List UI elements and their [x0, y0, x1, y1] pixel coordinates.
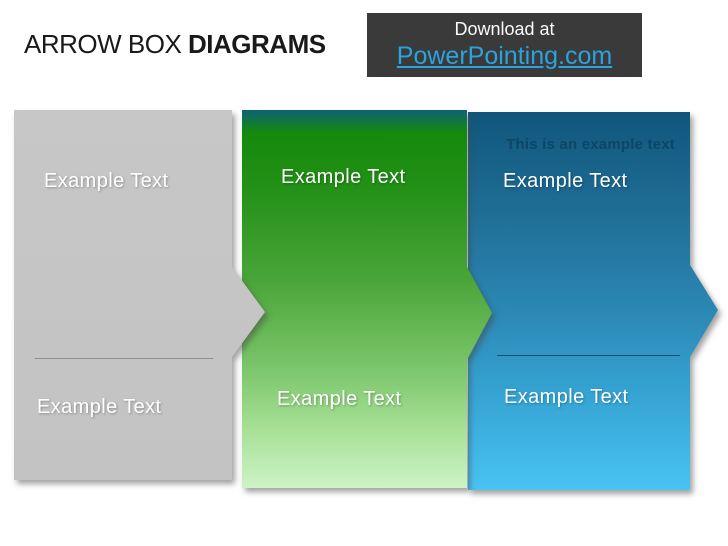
- blue-box-divider-line: [497, 355, 680, 356]
- arrow-box-green: Example Text Example Text: [242, 110, 492, 488]
- download-banner: Download at PowerPointing.com: [367, 13, 642, 77]
- arrow-box-green-shape: Example Text Example Text: [242, 110, 492, 488]
- arrow-box-blue: This is an example text Example Text Exa…: [468, 112, 718, 490]
- arrow-box-blue-shape: This is an example text Example Text Exa…: [468, 112, 718, 490]
- page-title-regular: ARROW BOX: [24, 29, 182, 59]
- download-label: Download at: [454, 18, 555, 39]
- gray-box-top-label: Example Text: [44, 170, 169, 192]
- arrow-box-gray: Example Text Example Text: [14, 110, 265, 480]
- page-title-bold: DIAGRAMS: [188, 29, 326, 59]
- blue-box-top-label: Example Text: [503, 170, 628, 192]
- arrow-box-gray-shape: Example Text Example Text: [14, 110, 265, 480]
- gray-box-bottom-label: Example Text: [37, 396, 162, 418]
- green-box-top-label: Example Text: [281, 166, 406, 188]
- gray-box-divider-line: [35, 358, 213, 359]
- powerpointing-link[interactable]: PowerPointing.com: [396, 41, 613, 70]
- blue-box-note: This is an example text: [506, 136, 675, 153]
- page-title: ARROW BOX DIAGRAMS: [24, 29, 326, 60]
- blue-box-bottom-label: Example Text: [504, 386, 629, 408]
- green-box-bottom-label: Example Text: [277, 388, 402, 410]
